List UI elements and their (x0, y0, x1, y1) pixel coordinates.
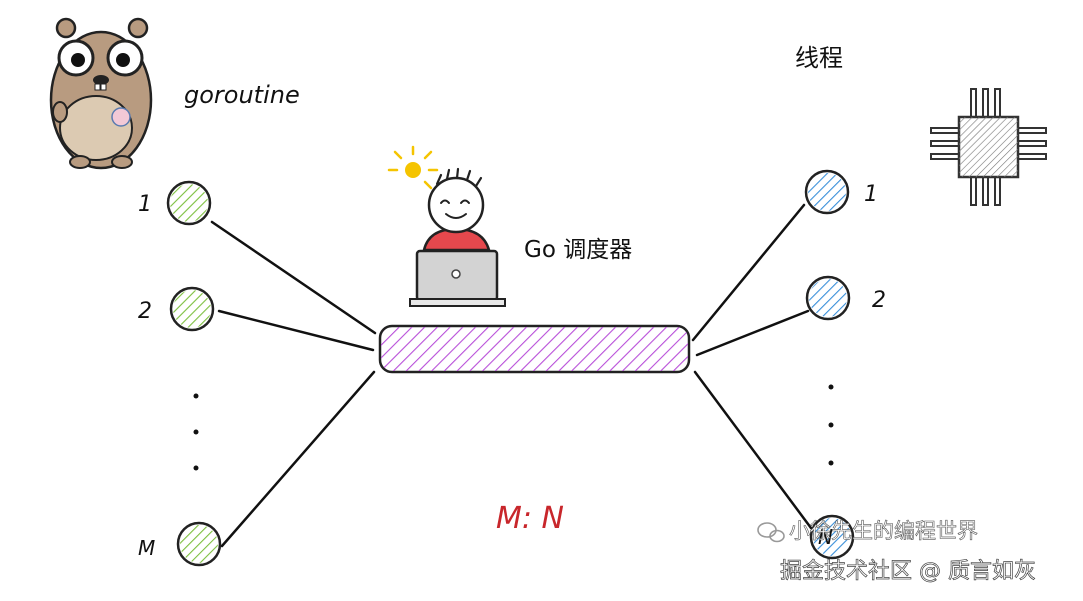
connection-lines (210, 203, 813, 548)
thread-node-1 (804, 169, 850, 215)
goroutine-ellipsis (193, 393, 199, 471)
laptop-icon (409, 249, 506, 307)
watermark-line1: 小徐先生的编程世界 (789, 519, 978, 543)
goroutine-label: goroutine (184, 81, 300, 109)
thread-node-n (809, 514, 855, 560)
wechat-icon (757, 522, 785, 543)
thread-node-1-label: 1 (864, 182, 878, 207)
link-left-m (220, 370, 376, 548)
cpu-chip-icon (930, 88, 1047, 206)
thread-ellipsis (828, 384, 834, 466)
link-right-2 (695, 309, 810, 357)
goroutine-node-m (176, 521, 222, 567)
goroutine-node-1 (166, 180, 212, 226)
programmer-figure (422, 167, 491, 252)
scheduler-bar (378, 324, 691, 374)
gopher-icon (49, 17, 153, 170)
threads-label: 线程 (795, 44, 843, 72)
link-right-1 (691, 203, 806, 342)
lightbulb-sun-icon (387, 145, 439, 190)
goroutine-node-2 (169, 286, 215, 332)
mn-ratio-label: M: N (496, 501, 564, 536)
thread-node-2-label: 2 (872, 288, 886, 313)
thread-node-2 (805, 275, 851, 321)
goroutine-node-2-label: 2 (138, 299, 152, 324)
goroutine-node-1-label: 1 (138, 192, 152, 217)
goroutine-node-m-label: M (138, 536, 155, 560)
scheduler-label: Go 调度器 (524, 237, 632, 263)
link-left-1 (210, 220, 377, 335)
thread-node-n-label: N (818, 525, 833, 549)
watermark-line2: 掘金技术社区 @ 质言如灰 (780, 559, 1036, 584)
link-right-n (693, 370, 813, 530)
link-left-2 (217, 309, 375, 352)
